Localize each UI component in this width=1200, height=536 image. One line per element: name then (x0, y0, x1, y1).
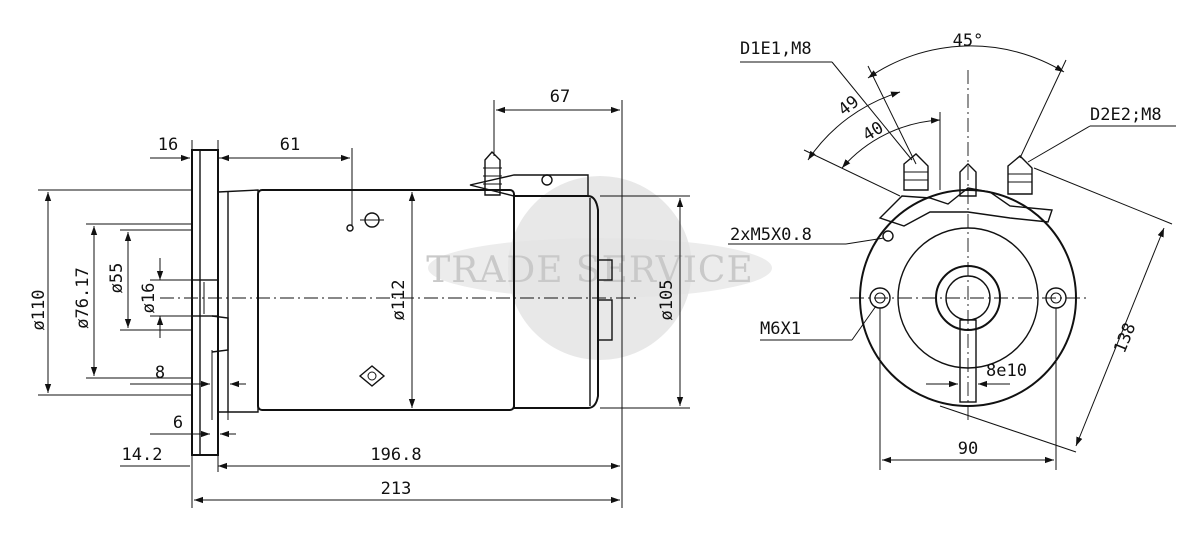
dim-dia-76-17: ø76.17 (73, 267, 93, 328)
end-cap (513, 195, 599, 409)
label-m6: M6X1 (760, 319, 801, 339)
adapter-ring (217, 189, 259, 413)
dim-dia-55: ø55 (107, 263, 127, 294)
angle-40: 40 (859, 118, 887, 146)
m5-screw (882, 230, 894, 242)
dim-dia-16: ø16 (139, 283, 159, 314)
terminal-cover (469, 174, 589, 197)
dim-dia-112: ø112 (389, 280, 409, 321)
label-8e10: 8e10 (986, 361, 1027, 381)
dim-213: 213 (381, 479, 412, 499)
terminal-bracket (878, 187, 1053, 227)
dim-16: 16 (158, 135, 178, 155)
dim-196-8: 196.8 (370, 445, 421, 465)
dim-138: 138 (1110, 320, 1140, 356)
label-d2e2: D2E2;M8 (1090, 105, 1162, 125)
label-m5: 2xM5X0.8 (730, 225, 812, 245)
dim-61: 61 (280, 135, 300, 155)
dim-dia-110: ø110 (29, 290, 49, 331)
dim-8: 8 (155, 363, 165, 383)
dim-dia-105: ø105 (657, 280, 677, 321)
terminal-d2e2 (1007, 155, 1033, 195)
label-d1e1: D1E1,M8 (740, 39, 812, 59)
dim-90: 90 (958, 439, 978, 459)
angle-45: 45° (953, 31, 984, 51)
end-view: 45° 49 40 D1E1,M8 D2E2;M8 2xM5X0.8 M6X1 … (728, 31, 1176, 470)
motor-body (257, 189, 515, 411)
watermark: TRADE SERVICE (426, 176, 772, 360)
terminal-stud (484, 150, 501, 196)
dim-6: 6 (173, 413, 183, 433)
angle-49: 49 (835, 92, 863, 120)
body-bolt-bottom (358, 365, 386, 387)
dim-14-2: 14.2 (122, 445, 163, 465)
mounting-flange (191, 149, 219, 456)
terminal-center (959, 163, 977, 197)
side-view: ø110 ø76.17 ø55 ø16 ø112 ø105 16 (29, 87, 690, 508)
dim-67: 67 (550, 87, 570, 107)
